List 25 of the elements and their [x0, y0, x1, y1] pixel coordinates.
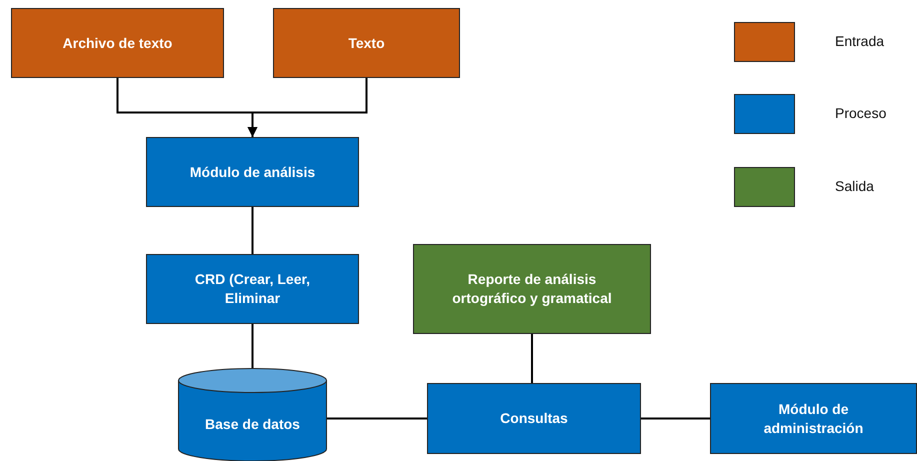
node-label: Módulo de administración	[762, 400, 864, 438]
connector-line	[252, 324, 254, 368]
node-label: Módulo de análisis	[188, 162, 316, 182]
legend-label: Salida	[835, 178, 874, 194]
output-box	[413, 244, 651, 334]
process-box	[710, 383, 917, 454]
connector-line	[327, 418, 427, 420]
node-label: Consultas	[499, 409, 569, 428]
node-label: Reporte de análisis ortográfico y gramatical	[451, 270, 613, 308]
legend-label: Proceso	[835, 105, 886, 121]
node-label: Archivo de texto	[62, 34, 174, 52]
node-label: Texto	[347, 34, 386, 52]
node-label: Base de datos	[204, 415, 301, 434]
connector-line	[531, 334, 533, 383]
node-label: CRD (Crear, Leer, Eliminar	[194, 270, 312, 308]
process-box	[146, 254, 359, 324]
input-box	[11, 8, 224, 78]
connector-line	[641, 418, 710, 420]
input-box	[273, 8, 460, 78]
legend-label: Entrada	[835, 33, 884, 49]
process-box	[427, 383, 641, 454]
database-cylinder	[178, 368, 327, 461]
process-box	[146, 137, 359, 207]
arrow	[248, 78, 368, 137]
connector-line	[252, 207, 254, 254]
